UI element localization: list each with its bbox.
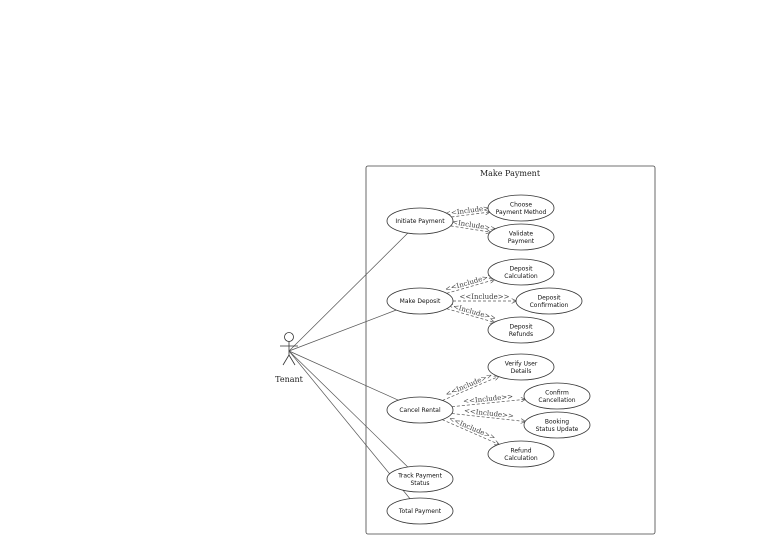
uc-deposit-calculation-ellipse xyxy=(487,258,555,286)
uc-validate-payment-label: Payment xyxy=(508,238,535,245)
include-arrow-uc-deposit-refunds xyxy=(446,308,495,323)
actor-right-leg xyxy=(288,354,296,366)
uc-choose-payment-method-label: Choose xyxy=(510,201,532,208)
uc-deposit-refunds-label: Deposit xyxy=(510,323,534,330)
actor-left-leg xyxy=(282,354,290,366)
uc-cancel-rental-ellipse xyxy=(386,396,454,424)
uc-deposit-refunds-label: Refunds xyxy=(509,331,533,338)
uc-deposit-refunds-ellipse xyxy=(487,316,555,344)
include-arrow-uc-booking-status-update xyxy=(451,413,525,422)
association-uc-make-deposit xyxy=(288,309,397,352)
uc-deposit-calculation-label: Deposit xyxy=(510,265,534,272)
uc-track-payment-status-label: Track Payment xyxy=(397,472,443,479)
actor-name: Tenant xyxy=(275,375,304,384)
connections xyxy=(288,212,525,499)
association-uc-initiate-payment xyxy=(288,232,409,352)
uc-validate-payment-label: Validate xyxy=(509,230,533,237)
include-arrow-uc-refund-calculation xyxy=(441,419,499,445)
uc-confirm-cancellation-ellipse xyxy=(523,382,591,410)
uc-verify-user-details-label: Details xyxy=(511,368,532,375)
uc-cancel-rental[interactable]: Cancel Rental xyxy=(386,396,454,424)
uc-make-deposit[interactable]: Make Deposit xyxy=(386,287,454,315)
uc-total-payment-label: Total Payment xyxy=(398,508,442,515)
actor-tenant[interactable]: Tenant xyxy=(275,332,304,385)
uc-refund-calculation-ellipse xyxy=(487,440,555,468)
include-arrow-uc-validate-payment xyxy=(450,225,491,232)
system-title: Make Payment xyxy=(480,169,541,178)
association-uc-track-payment-status xyxy=(288,350,408,468)
uc-choose-payment-method-label: Payment Method xyxy=(496,209,547,216)
association-uc-cancel-rental xyxy=(288,350,399,401)
uc-validate-payment-ellipse xyxy=(487,223,555,251)
actor-head xyxy=(284,332,294,342)
uc-booking-status-update-label: Booking xyxy=(545,418,569,425)
uc-deposit-confirmation-label: Confirmation xyxy=(530,302,569,309)
uc-verify-user-details-ellipse xyxy=(487,353,555,381)
uc-make-deposit-ellipse xyxy=(386,287,454,315)
include-arrow-uc-verify-user-details xyxy=(442,377,498,401)
uc-verify-user-details-label: Verify User xyxy=(505,360,538,367)
uc-refund-calculation-label: Refund xyxy=(510,447,531,454)
uc-total-payment[interactable]: Total Payment xyxy=(386,497,454,525)
uc-booking-status-update-ellipse xyxy=(523,411,591,439)
uc-deposit-confirmation-label: Deposit xyxy=(538,294,562,301)
include-arrow-uc-choose-payment-method xyxy=(451,212,489,218)
system-boundary xyxy=(365,165,656,535)
include-label-uc-deposit-confirmation: <<Include>> xyxy=(459,293,509,301)
uc-track-payment-status-ellipse xyxy=(386,465,454,493)
uc-total-payment-ellipse xyxy=(386,497,454,525)
uc-booking-status-update-label: Status Update xyxy=(536,426,579,433)
uc-deposit-confirmation-ellipse xyxy=(515,287,583,315)
uc-cancel-rental-label: Cancel Rental xyxy=(399,407,441,414)
uc-track-payment-status-label: Status xyxy=(410,480,429,487)
uc-deposit-calculation-label: Calculation xyxy=(504,273,538,280)
include-arrow-uc-confirm-cancellation xyxy=(451,399,525,408)
uc-initiate-payment[interactable]: Initiate Payment xyxy=(386,207,454,235)
uc-initiate-payment-label: Initiate Payment xyxy=(395,218,445,225)
uc-confirm-cancellation-label: Confirm xyxy=(545,389,569,396)
uc-confirm-cancellation-label: Cancellation xyxy=(538,397,575,404)
uc-make-deposit-label: Make Deposit xyxy=(400,298,441,305)
uc-choose-payment-method-ellipse xyxy=(487,194,555,222)
uc-initiate-payment-ellipse xyxy=(386,207,454,235)
include-arrow-uc-deposit-calculation xyxy=(446,280,495,294)
uc-refund-calculation-label: Calculation xyxy=(504,455,538,462)
